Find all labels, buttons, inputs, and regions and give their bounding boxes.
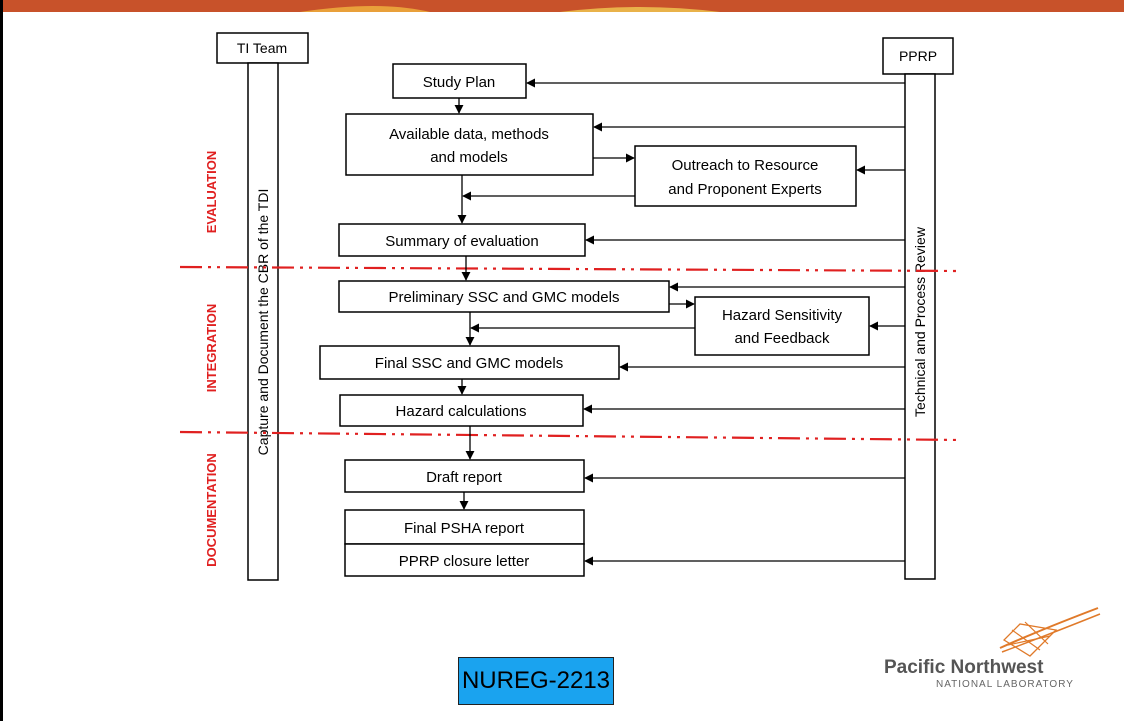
box-study-plan <box>392 63 527 99</box>
phase-documentation: DOCUMENTATION <box>204 453 219 567</box>
box-hazard-sensitivity-line2: and Feedback <box>734 330 830 347</box>
pnnl-logo-subtitle: NATIONAL LABORATORY <box>936 679 1074 690</box>
ti-team-label: TI Team <box>237 40 287 56</box>
box-summary <box>338 223 586 257</box>
box-available-data <box>345 113 594 176</box>
box-final-psha-label: Final PSHA report <box>404 520 525 537</box>
box-final-models-label: Final SSC and GMC models <box>375 355 563 372</box>
box-study-plan-label: Study Plan <box>423 74 496 91</box>
ti-team-column-bar <box>247 62 279 581</box>
box-outreach-line2: and Proponent Experts <box>668 181 821 198</box>
box-outreach-line1: Outreach to Resource <box>672 157 819 174</box>
box-closure-letter <box>344 543 585 577</box>
phase-evaluation: EVALUATION <box>204 151 219 234</box>
box-summary-label: Summary of evaluation <box>385 233 538 250</box>
pprp-label: PPRP <box>899 48 937 64</box>
pnnl-logo-name: Pacific Northwest <box>884 657 1044 678</box>
box-outreach <box>634 145 857 207</box>
pprp-vertical-label: Technical and Process Review <box>912 226 928 417</box>
box-available-data-line1: Available data, methods <box>389 126 549 143</box>
ti-team-header-box <box>216 32 309 64</box>
box-draft-report <box>344 459 585 493</box>
box-hazard-calc-label: Hazard calculations <box>396 403 527 420</box>
box-preliminary-label: Preliminary SSC and GMC models <box>389 289 620 306</box>
top-banner <box>0 0 1124 12</box>
box-final-models <box>319 345 620 380</box>
box-preliminary <box>338 280 670 313</box>
box-available-data-line2: and models <box>430 149 508 166</box>
nureg-badge: NUREG-2213 <box>458 657 614 705</box>
box-draft-report-label: Draft report <box>426 469 503 486</box>
pnnl-logo-mark <box>999 607 1101 657</box>
slide-left-border <box>0 0 3 721</box>
phase-integration: INTEGRATION <box>204 304 219 393</box>
box-final-psha <box>344 509 585 545</box>
box-hazard-sensitivity <box>694 296 870 356</box>
box-hazard-sensitivity-line1: Hazard Sensitivity <box>722 307 843 324</box>
phase-divider-1 <box>179 265 961 273</box>
phase-divider-2 <box>179 430 961 442</box>
ti-team-vertical-label: Capture and Document the CBR of the TDI <box>255 189 271 456</box>
box-closure-letter-label: PPRP closure letter <box>399 553 530 570</box>
box-hazard-calc <box>339 394 584 427</box>
